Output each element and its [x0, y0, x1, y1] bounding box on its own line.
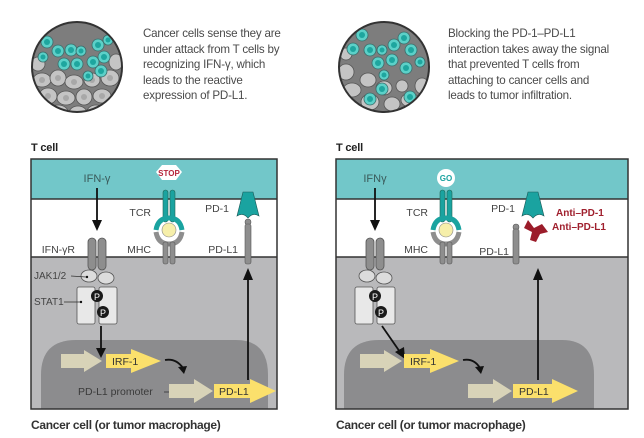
tcr-label: TCR: [406, 207, 428, 219]
anti-pdl1-label: Anti–PD-L1: [552, 222, 606, 233]
cancer-cell-label: Cancer cell (or tumor macrophage): [336, 418, 526, 432]
ifn-gamma-receptor-label: IFN-γR: [42, 244, 76, 256]
irf1-gene-arrow: [404, 349, 459, 373]
intro-line: Blocking the PD-1–PD-L1: [448, 27, 576, 40]
mhc-receptor: [430, 231, 462, 265]
synapse-region: [336, 199, 628, 257]
irf1-promoter-arrow: [61, 350, 102, 372]
cancer-cell-label: Cancer cell (or tumor macrophage): [31, 418, 221, 432]
pdl1-gene-label: PD-L1: [519, 386, 549, 398]
intro-line: leads to the reactive: [143, 73, 243, 87]
jak-label: JAK1/2: [34, 271, 67, 282]
intro-line: Cancer cells sense they are: [143, 27, 281, 40]
tumor-tissue-illustration: [338, 21, 430, 113]
go-sign-icon: [437, 169, 455, 187]
pdl1-ligand: [512, 223, 520, 265]
go-label: GO: [440, 174, 452, 183]
jak-protein: [375, 271, 393, 285]
pd1-label: PD-1: [205, 203, 229, 215]
ifn-gamma-label: IFNγ: [363, 173, 387, 185]
pdl1-ligand: [244, 218, 252, 265]
antigen-peptide: [161, 222, 177, 238]
stat1-protein: [354, 286, 374, 325]
intro-line: attaching to cancer cells and: [448, 73, 590, 87]
promoter-label: PD-L1 promoter: [78, 386, 153, 398]
antibody-icon: [524, 220, 548, 242]
jak-protein: [358, 269, 376, 283]
stat1-label: STAT1: [34, 297, 64, 308]
pdl1-promoter-arrow: [468, 379, 512, 403]
intro-line: recognizing IFN-γ, which: [143, 58, 266, 71]
anti-pd1-label: Anti–PD-1: [556, 208, 604, 219]
pathway-diagram: IFNγ P P IRF-1 PD-L1: [335, 158, 629, 410]
intro-line: interaction takes away the signal: [448, 42, 609, 56]
irf1-gene-arrow: [106, 349, 161, 373]
jak-protein: [80, 269, 98, 283]
phosphate-label: P: [372, 292, 378, 302]
arrow-icon: [370, 220, 380, 231]
phosphate-label: P: [94, 292, 100, 302]
arrow-icon: [96, 348, 106, 358]
intro-line: under attack from T cells by: [143, 42, 280, 56]
pdl1-label: PD-L1: [479, 246, 509, 258]
stop-sign-icon: [156, 165, 182, 180]
ifn-gamma-receptor: [365, 237, 385, 271]
intro-line: leads to tumor infiltration.: [448, 89, 572, 102]
tcr-receptor: [430, 189, 462, 231]
mhc-receptor: [153, 231, 185, 265]
intro-line: that prevented T cells from: [448, 58, 580, 71]
arrow-icon: [178, 366, 187, 374]
diagram-frame: [335, 158, 629, 410]
t-cell-label: T cell: [31, 142, 58, 154]
pathway-diagram: IFN-γ IFN-γR JAK1/2 STAT1 P P IRF-1: [30, 158, 278, 410]
pdl1-gene-arrow: [513, 379, 578, 403]
panel-after-blockade: Blocking the PD-1–PD-L1 interaction take…: [322, 0, 644, 438]
irf1-label: IRF-1: [112, 356, 138, 368]
phosphate-icon: [97, 306, 109, 318]
intro-description: Blocking the PD-1–PD-L1 interaction take…: [448, 26, 638, 104]
stop-label: STOP: [158, 169, 180, 178]
arrow-icon: [475, 366, 484, 374]
arrow-icon: [92, 220, 102, 231]
tumor-tissue-illustration: [31, 21, 123, 113]
phosphate-label: P: [100, 308, 106, 318]
irf1-promoter-arrow: [360, 350, 402, 372]
intro-line: expression of PD-L1.: [143, 89, 248, 102]
phosphate-icon: [375, 306, 387, 318]
arrow-icon: [243, 268, 253, 280]
nucleus: [41, 340, 268, 409]
tcr-receptor: [153, 189, 185, 231]
mhc-label: MHC: [404, 244, 428, 256]
pd1-receptor: [236, 191, 260, 219]
phosphate-label: P: [378, 308, 384, 318]
t-cell-membrane-region: [336, 159, 628, 199]
mhc-label: MHC: [127, 244, 151, 256]
tcr-label: TCR: [129, 207, 151, 219]
pd1-receptor: [521, 191, 545, 219]
pdl1-gene-arrow: [214, 379, 276, 403]
stat1-protein: [76, 286, 96, 325]
intro-description: Cancer cells sense they are under attack…: [143, 26, 321, 104]
arrow-icon: [533, 268, 543, 280]
phosphate-icon: [91, 290, 103, 302]
antigen-peptide: [438, 222, 454, 238]
irf1-label: IRF-1: [410, 356, 436, 368]
t-cell-label: T cell: [336, 142, 363, 154]
t-cell-membrane-region: [31, 159, 277, 199]
jak-protein: [97, 271, 115, 285]
ifn-gamma-label: IFN-γ: [84, 173, 111, 185]
phosphate-icon: [369, 290, 381, 302]
pdl1-gene-label: PD-L1: [219, 386, 249, 398]
pd1-label: PD-1: [491, 203, 515, 215]
pdl1-promoter-arrow: [169, 379, 213, 403]
pdl1-label: PD-L1: [208, 244, 238, 256]
panel-before-blockade: Cancer cells sense they are under attack…: [30, 21, 321, 432]
diagram-frame: [30, 158, 278, 410]
arrow-icon: [395, 347, 405, 359]
ifn-gamma-receptor: [87, 237, 107, 271]
